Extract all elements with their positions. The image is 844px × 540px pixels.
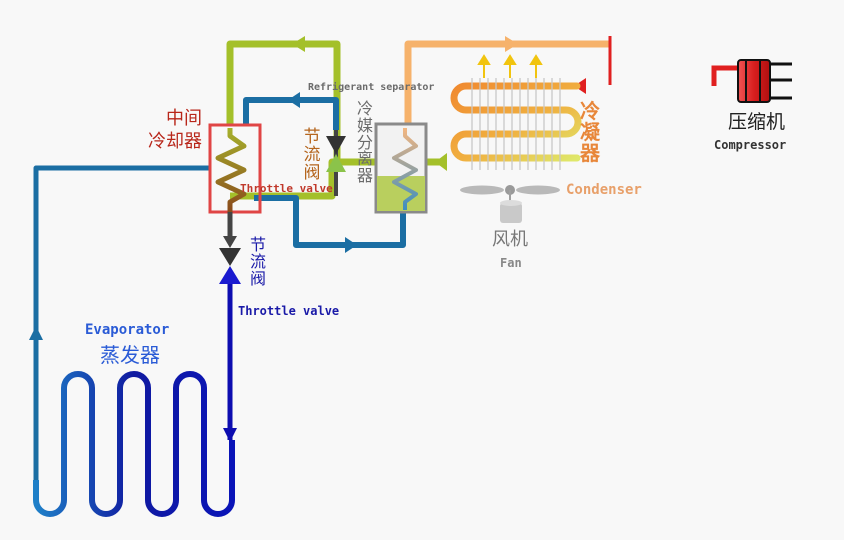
condenser-label-en: Condenser [566, 182, 642, 198]
orange-pipe [404, 40, 610, 132]
liquid-line-arrow [223, 236, 237, 248]
compressor-label-cn: 压缩机 [728, 111, 786, 133]
condenser-fins [471, 78, 561, 170]
throttle-valve-1 [326, 130, 346, 196]
intercooler-coil [215, 128, 247, 212]
throttle-valve-2-label-en: Throttle valve [238, 304, 340, 318]
evaporator-supply-line [33, 165, 210, 480]
evaporator-coil [33, 371, 235, 517]
evaporator-label-en: Evaporator [85, 322, 170, 338]
throttle-valve-1-label-en: Throttle valve [240, 182, 333, 195]
separator-label-cn: 冷媒分离器 [356, 99, 373, 186]
teal-flow-arrow-bottom [345, 237, 357, 253]
lime-flow-arrow-top [292, 36, 305, 52]
compressor-label-en: Compressor [714, 138, 787, 152]
orange-flow-arrow [505, 36, 518, 52]
throttle-valve-2 [219, 248, 241, 284]
navy-flow-arrow [223, 428, 237, 442]
intercooler-box [208, 123, 262, 214]
evaporator-label-cn: 蒸发器 [100, 343, 160, 367]
throttle-valve-2-label-cn: 节流阀 [249, 235, 266, 288]
red-compressor-link [711, 65, 745, 86]
condenser-coil [450, 82, 582, 162]
condenser-label-cn: 冷凝器 [580, 99, 600, 165]
fan-label-cn: 风机 [492, 229, 528, 250]
evaporator-flow-arrow [29, 326, 43, 340]
separator-label-en: Refrigerant separator [308, 82, 435, 93]
fan-label-en: Fan [500, 256, 522, 270]
intercooler-label-cn: 中间 冷却器 [148, 108, 202, 152]
heat-arrows [477, 54, 543, 78]
lime-flow-arrow-right [435, 153, 447, 171]
teal-flow-arrow-top [288, 92, 300, 108]
throttle-valve-1-label-cn: 节流阀 [303, 127, 321, 183]
compressor-icon [737, 59, 792, 103]
fan-icon [460, 185, 560, 223]
refrigerant-separator [374, 122, 428, 214]
